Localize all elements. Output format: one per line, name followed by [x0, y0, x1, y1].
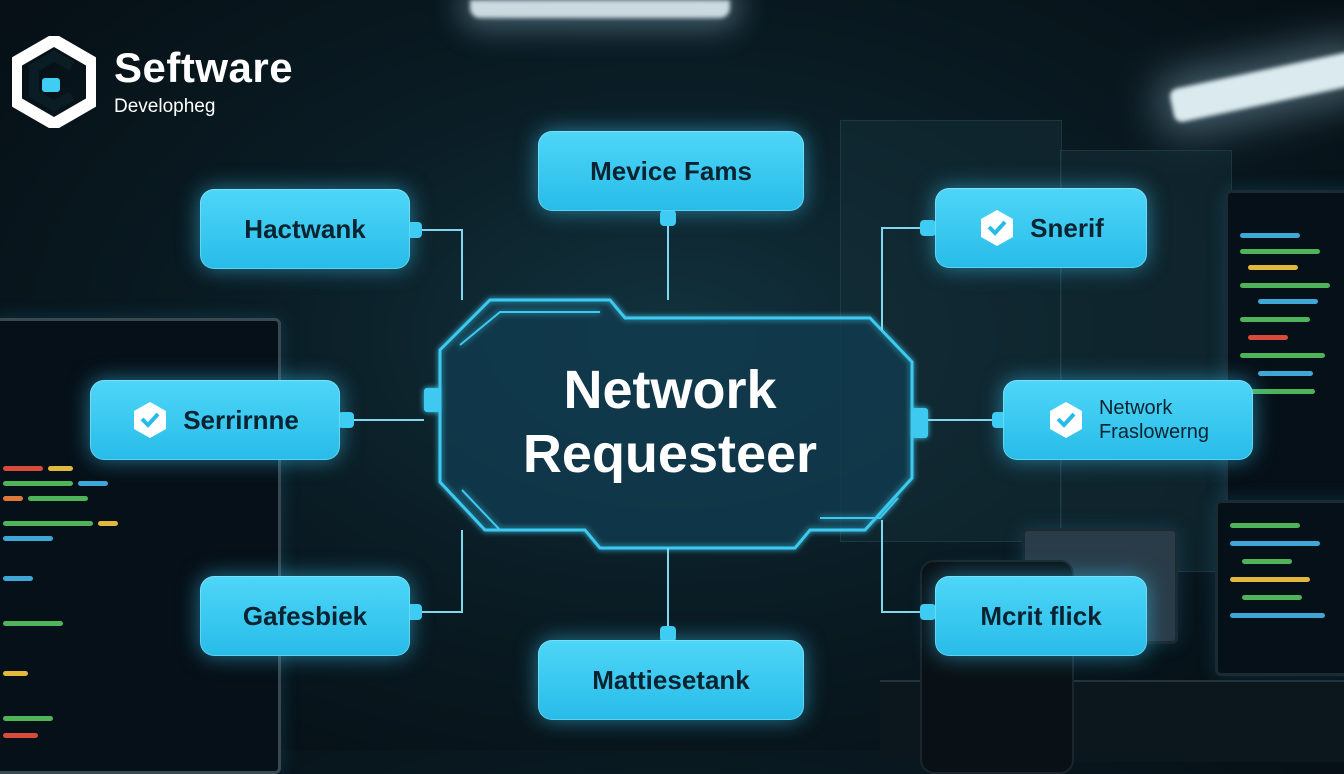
node-mid-left[interactable]: Serrirnne: [90, 380, 340, 460]
node-top[interactable]: Mevice Fams: [538, 131, 804, 211]
hub-outline: [424, 298, 928, 550]
shield-check-icon: [1047, 400, 1085, 440]
node-label: Mcrit flick: [980, 600, 1102, 631]
right-monitor-lower: [1215, 500, 1344, 676]
node-label: Hactwank: [244, 213, 366, 244]
center-node-line2: Requesteer: [522, 424, 818, 484]
diagram-connectors: [338, 210, 1008, 642]
node-upper-left[interactable]: Hactwank: [200, 189, 410, 269]
shield-check-icon: [131, 400, 169, 440]
node-label: Mevice Fams: [590, 155, 752, 186]
node-label: Gafesbiek: [242, 600, 368, 631]
node-lower-right[interactable]: Mcrit flick: [935, 576, 1147, 656]
node-label: Network Fraslowerng: [1099, 396, 1209, 444]
node-label: Snerif: [1030, 212, 1104, 243]
node-mid-right[interactable]: Network Fraslowerng: [1003, 380, 1253, 460]
node-label: Serrirnne: [183, 404, 299, 435]
node-label-line2: Fraslowerng: [1098, 421, 1210, 443]
node-bottom[interactable]: Mattiesetank: [538, 640, 804, 720]
hexagon-logo-icon: [10, 34, 98, 130]
ceiling-light: [470, 0, 730, 18]
brand-logo: Seftware Developheg: [10, 34, 294, 130]
connector-lines: [350, 215, 1000, 632]
node-lower-left[interactable]: Gafesbiek: [200, 576, 410, 656]
center-node-title: Network Requesteer: [440, 358, 900, 486]
node-upper-right[interactable]: Snerif: [935, 188, 1147, 268]
shield-check-icon: [978, 208, 1016, 248]
node-label: Mattiesetank: [592, 664, 750, 695]
logo-subtitle: Developheg: [114, 96, 216, 117]
node-label-line1: Network: [1098, 397, 1173, 419]
right-monitor: [1225, 190, 1344, 506]
logo-title: Seftware: [114, 44, 294, 91]
center-node-line1: Network: [563, 360, 777, 420]
